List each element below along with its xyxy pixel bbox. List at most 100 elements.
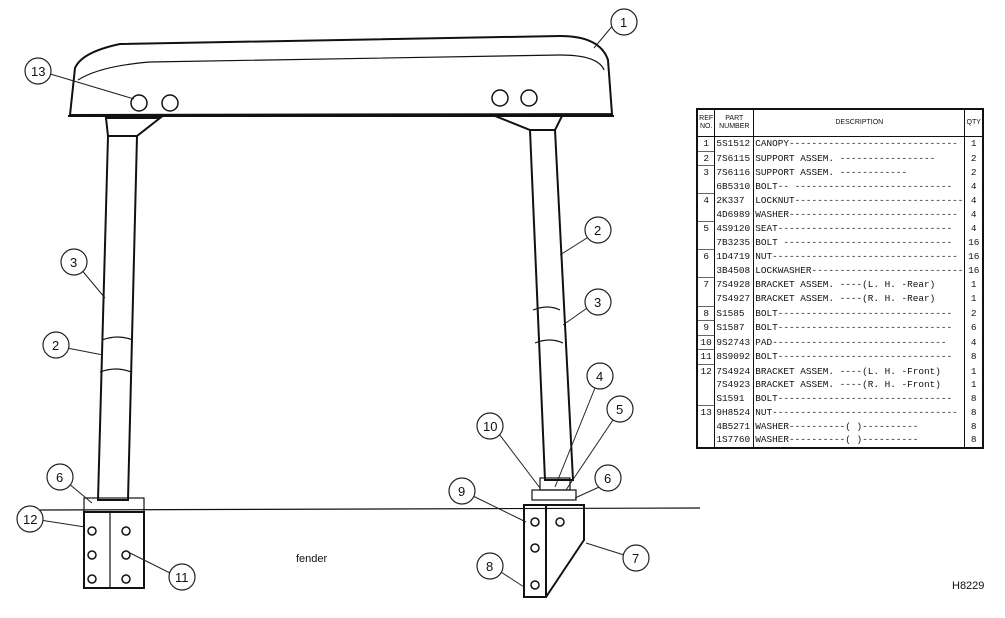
cell-ref-no xyxy=(698,179,716,194)
cell-part-number: 2K337 xyxy=(714,193,755,208)
callout-11: 11 xyxy=(168,563,196,591)
svg-text:2: 2 xyxy=(594,223,601,238)
cell-part-number: 9S2743 xyxy=(714,335,755,350)
cell-qty: 1 xyxy=(970,365,977,377)
callout-7: 7 xyxy=(622,544,650,572)
cell-description: CANOPY------------------------------ xyxy=(753,136,966,152)
cell-part-number: 4S9120 xyxy=(714,221,755,236)
left-support-post xyxy=(83,117,163,513)
svg-text:10: 10 xyxy=(483,419,497,434)
cell-part-number: 1D4719 xyxy=(714,249,755,264)
header-ref-no: REF NO. xyxy=(698,110,716,137)
cell-part-number: 7S4927 xyxy=(714,292,755,307)
cell-qty: 16 xyxy=(968,251,980,263)
callout-8: 8 xyxy=(476,552,504,580)
cell-description: BOLT ------------------------------ xyxy=(753,235,966,250)
cell-ref-no xyxy=(698,292,716,307)
cell-qty: 6 xyxy=(970,322,977,334)
svg-text:13: 13 xyxy=(31,64,45,79)
cell-qty: 16 xyxy=(968,265,980,277)
cell-description: WASHER----------( )---------- xyxy=(753,419,966,434)
callout-5: 5 xyxy=(606,395,634,423)
cell-qty: 1 xyxy=(970,293,977,305)
cell-part-number: 7B3235 xyxy=(714,235,755,250)
cell-description: BOLT------------------------------- xyxy=(753,349,966,365)
cell-description: BRACKET ASSEM. ----(L. H. -Rear) xyxy=(753,277,966,293)
svg-text:5: 5 xyxy=(616,402,623,417)
cell-description: SUPPORT ASSEM. ----------------- xyxy=(753,151,966,166)
cell-ref-no: 2 xyxy=(698,150,716,166)
cell-qty: 4 xyxy=(970,336,977,348)
right-rear-bracket xyxy=(523,504,585,598)
svg-text:6: 6 xyxy=(604,471,611,486)
cell-qty: 1 xyxy=(970,379,977,391)
cell-ref-no: 4 xyxy=(698,193,716,208)
cell-part-number: 7S6116 xyxy=(714,165,755,180)
cell-part-number: 7S4923 xyxy=(714,378,755,392)
figure-id: H8229 xyxy=(952,580,985,592)
cell-qty: 2 xyxy=(970,152,977,164)
cell-part-number: 7S4924 xyxy=(714,364,755,379)
cell-ref-no: 5 xyxy=(698,221,716,236)
canopy xyxy=(68,34,614,117)
cell-ref-no xyxy=(698,419,716,434)
callout-3-right: 3 xyxy=(584,288,612,316)
cell-ref-no: 11 xyxy=(698,349,716,365)
cell-part-number: 5S1512 xyxy=(714,136,755,152)
cell-part-number: S1587 xyxy=(714,320,755,336)
cell-ref-no: 7 xyxy=(698,277,716,293)
callout-6-right: 6 xyxy=(594,464,622,492)
cell-description: LOCKWASHER--------------------------- xyxy=(753,263,966,278)
cell-part-number: 4B5271 xyxy=(714,419,755,434)
cell-description: BRACKET ASSEM. ----(R. H. -Rear) xyxy=(753,292,966,307)
cell-ref-no: 9 xyxy=(698,320,716,336)
canopy-diagram: fender 1 2 2 3 3 4 5 6 6 7 8 9 10 11 12 … xyxy=(16,8,700,598)
svg-text:8: 8 xyxy=(486,559,493,574)
cell-qty: 8 xyxy=(970,420,977,432)
cell-part-number: 9H8524 xyxy=(714,405,755,420)
cell-part-number: 7S6115 xyxy=(714,151,755,166)
cell-ref-no: 10 xyxy=(698,334,716,350)
cell-description: SEAT------------------------------- xyxy=(753,221,966,236)
cell-ref-no xyxy=(698,207,716,222)
callout-2-left: 2 xyxy=(42,331,70,359)
cell-qty: 8 xyxy=(970,393,977,405)
cell-qty: 1 xyxy=(970,138,977,150)
cell-description: BOLT------------------------------- xyxy=(753,320,966,336)
cell-ref-no: 3 xyxy=(698,165,716,180)
header-description: DESCRIPTION xyxy=(753,110,966,137)
cell-qty: 4 xyxy=(970,180,977,192)
callout-6-left: 6 xyxy=(46,463,74,491)
cell-part-number: 3B4508 xyxy=(714,263,755,278)
cell-description: BOLT-- ---------------------------- xyxy=(753,179,966,194)
callout-12: 12 xyxy=(16,505,44,533)
cell-description: BOLT------------------------------- xyxy=(753,391,966,406)
cell-part-number: 1S7760 xyxy=(714,433,755,448)
cell-qty: 4 xyxy=(970,208,977,220)
cell-description: PAD------------------------------- xyxy=(753,335,966,350)
callout-3-left: 3 xyxy=(60,248,88,276)
cell-ref-no xyxy=(698,378,716,392)
cell-qty: 16 xyxy=(968,237,980,249)
cell-description: BRACKET ASSEM. ----(R. H. -Front) xyxy=(753,378,966,392)
cell-description: BOLT------------------------------- xyxy=(753,306,966,321)
callout-9: 9 xyxy=(448,477,476,505)
cell-part-number: S1585 xyxy=(714,306,755,321)
cell-ref-no: 8 xyxy=(698,305,716,321)
